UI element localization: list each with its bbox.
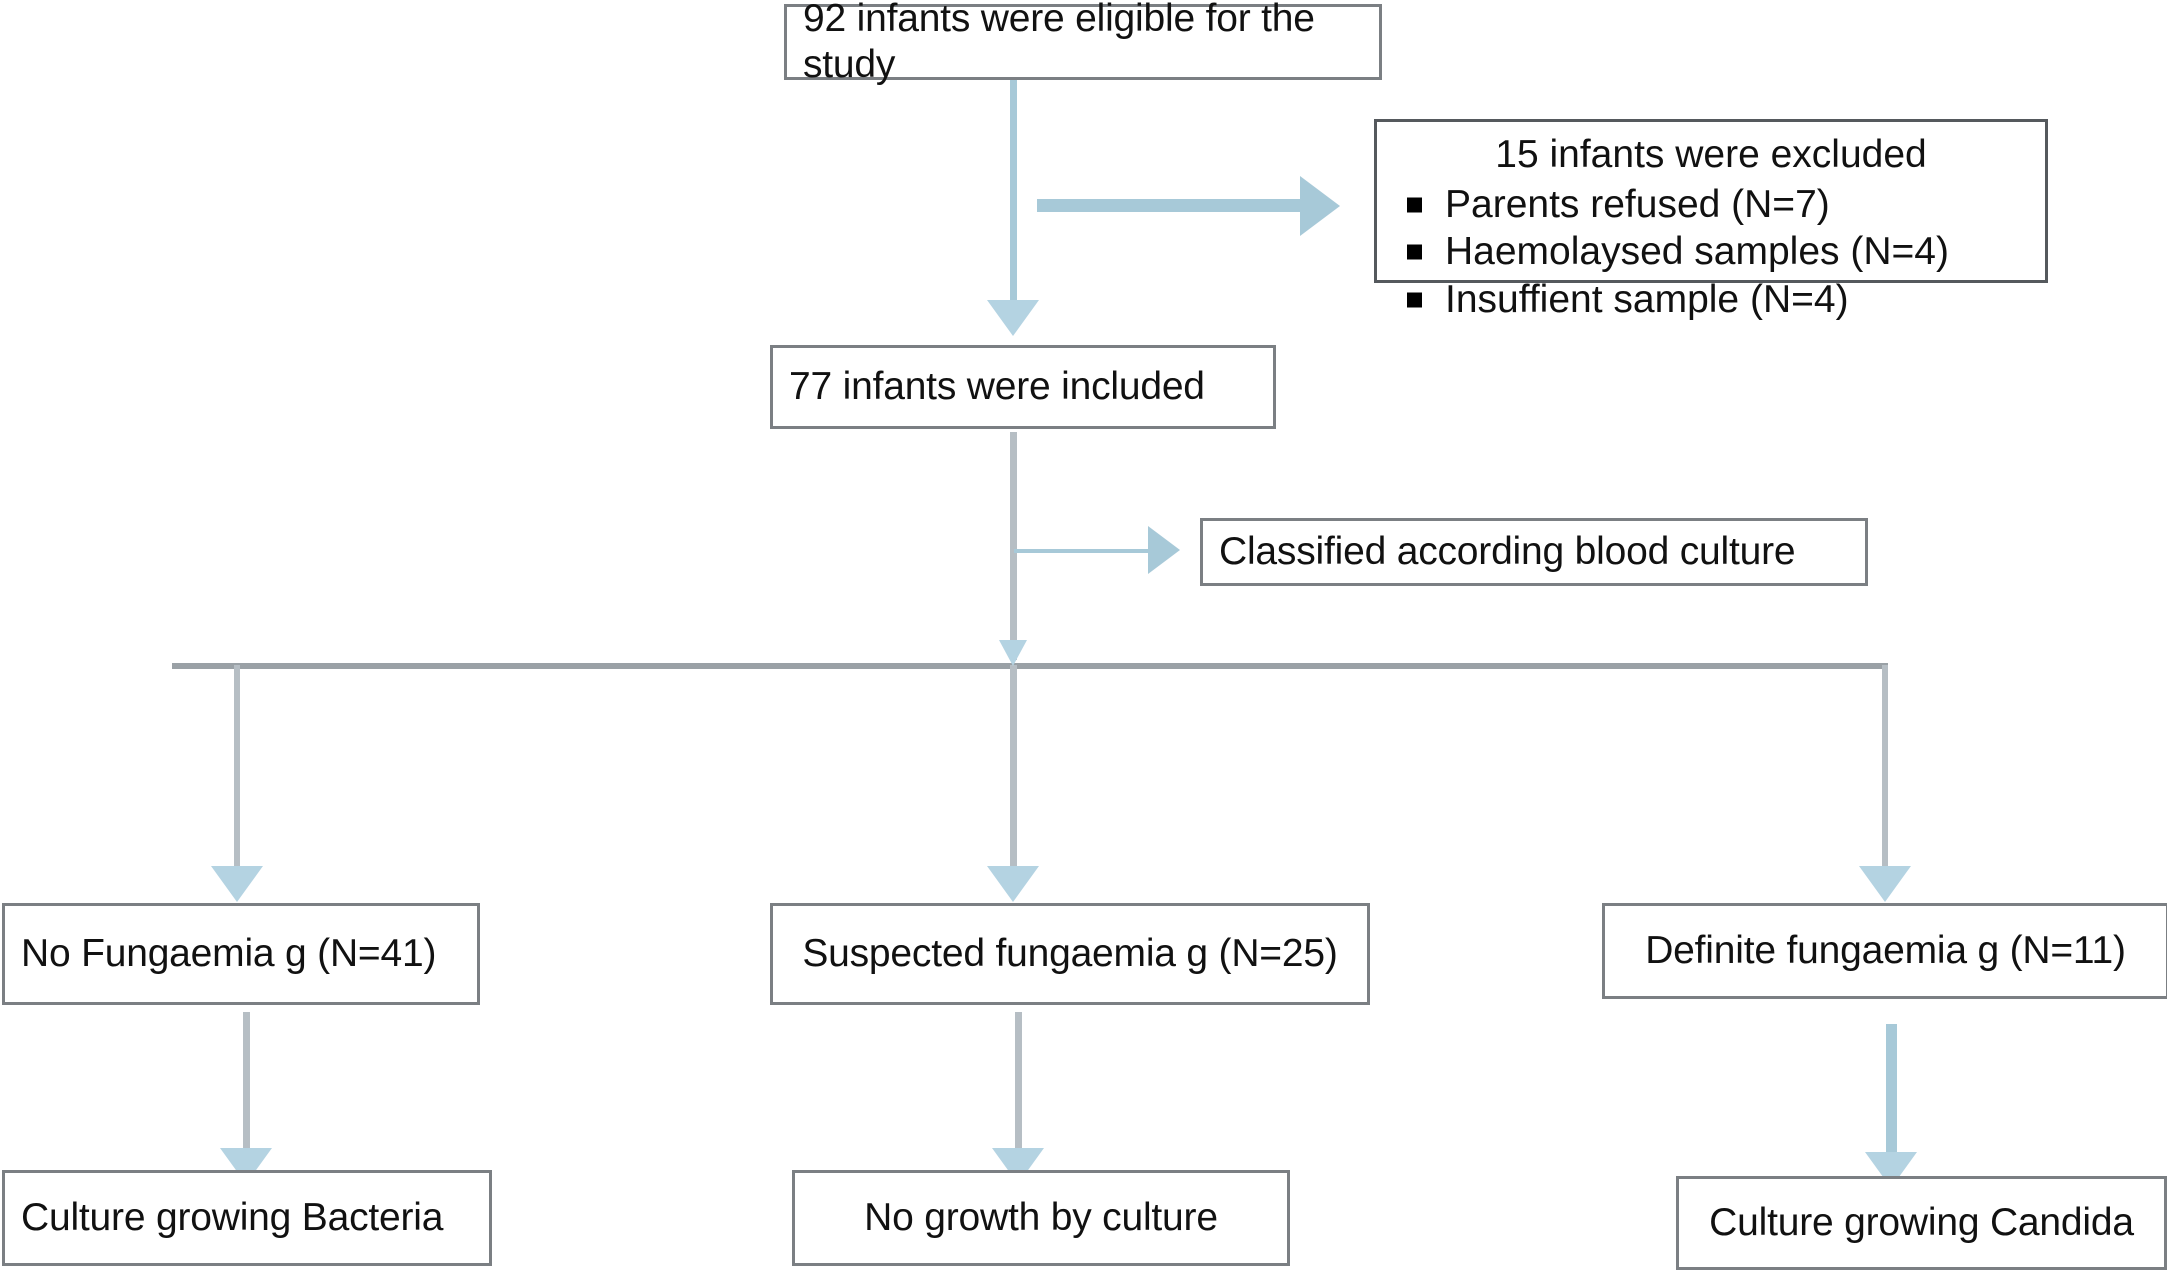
node-classified[interactable]: Classified according blood culture bbox=[1200, 518, 1868, 586]
node-culture-candida[interactable]: Culture growing Candida bbox=[1676, 1176, 2167, 1270]
arrowhead-included-to-branchbar bbox=[999, 640, 1027, 666]
node-definite-fungaemia[interactable]: Definite fungaemia g (N=11) bbox=[1602, 903, 2167, 999]
arrowhead-branch-left bbox=[211, 866, 263, 902]
connector-branch-right bbox=[1882, 665, 1888, 893]
node-culture-bacteria-label: Culture growing Bacteria bbox=[21, 1195, 444, 1239]
arrowhead-branch-right bbox=[1859, 866, 1911, 902]
list-item-label: Insuffient sample (N=4) bbox=[1445, 278, 1849, 322]
node-included-label: 77 infants were included bbox=[789, 364, 1205, 408]
node-culture-bacteria[interactable]: Culture growing Bacteria bbox=[2, 1170, 492, 1266]
node-suspected-fungaemia[interactable]: Suspected fungaemia g (N=25) bbox=[770, 903, 1370, 1005]
connector-branch-left bbox=[234, 665, 240, 893]
node-no-growth-label: No growth by culture bbox=[864, 1195, 1218, 1239]
connector-branch-middle bbox=[1010, 665, 1017, 893]
list-item: Parents refused (N=7) bbox=[1403, 181, 2045, 229]
square-bullet-icon bbox=[1407, 292, 1422, 308]
node-no-fungaemia[interactable]: No Fungaemia g (N=41) bbox=[2, 903, 480, 1005]
node-suspected-fungaemia-label: Suspected fungaemia g (N=25) bbox=[802, 931, 1338, 975]
node-eligible[interactable]: 92 infants were eligible for the study bbox=[784, 0, 1382, 86]
square-bullet-icon bbox=[1407, 197, 1422, 213]
arrowhead-included-to-classified bbox=[1148, 526, 1180, 574]
node-definite-fungaemia-label: Definite fungaemia g (N=11) bbox=[1645, 928, 2126, 972]
connector-nofungaemia-to-bacteria bbox=[243, 1012, 250, 1170]
connector-included-to-classified bbox=[1014, 549, 1159, 553]
node-included[interactable]: 77 infants were included bbox=[770, 345, 1276, 429]
node-eligible-label: 92 infants were eligible for the study bbox=[803, 0, 1315, 86]
arrowhead-branch-middle bbox=[987, 866, 1039, 902]
list-item-label: Parents refused (N=7) bbox=[1445, 182, 1830, 226]
branch-distributor-bar bbox=[172, 663, 1888, 669]
node-no-growth[interactable]: No growth by culture bbox=[792, 1170, 1290, 1266]
list-item: Insuffient sample (N=4) bbox=[1403, 276, 2045, 324]
list-item: Haemolaysed samples (N=4) bbox=[1403, 228, 2045, 276]
node-no-fungaemia-label: No Fungaemia g (N=41) bbox=[21, 931, 437, 975]
connector-suspected-to-nogrowth bbox=[1015, 1012, 1022, 1170]
node-excluded[interactable]: 15 infants were excluded Parents refused… bbox=[1374, 119, 2048, 321]
node-culture-candida-label: Culture growing Candida bbox=[1709, 1200, 2134, 1244]
arrowhead-eligible-to-excluded bbox=[1300, 176, 1340, 236]
list-item-label: Haemolaysed samples (N=4) bbox=[1445, 230, 1949, 274]
connector-definite-to-candida bbox=[1886, 1024, 1897, 1176]
node-excluded-title: 15 infants were excluded bbox=[1495, 133, 1927, 176]
connector-eligible-to-included bbox=[1010, 78, 1017, 328]
square-bullet-icon bbox=[1407, 244, 1422, 260]
connector-included-to-branchbar bbox=[1010, 432, 1017, 660]
node-excluded-list: Parents refused (N=7) Haemolaysed sample… bbox=[1377, 181, 2045, 324]
connector-eligible-to-excluded bbox=[1037, 199, 1312, 212]
node-classified-label: Classified according blood culture bbox=[1219, 529, 1796, 573]
arrowhead-eligible-to-included bbox=[987, 300, 1039, 336]
